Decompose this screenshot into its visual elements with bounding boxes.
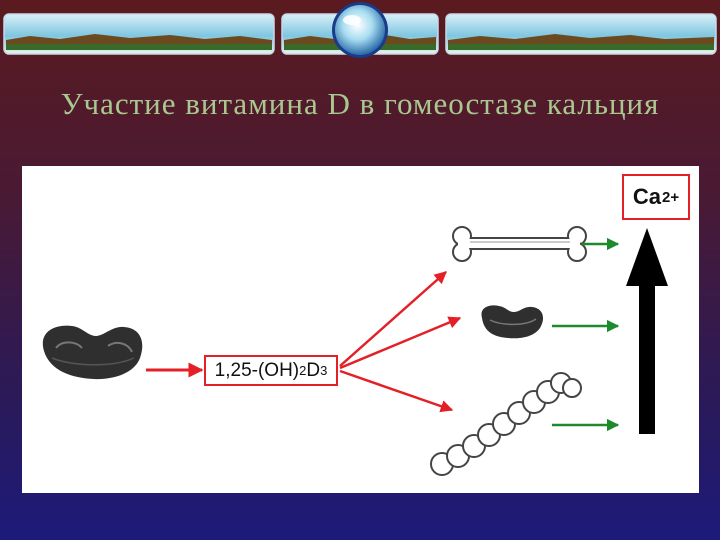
calcitriol-prefix: 1,25-(OH) — [215, 360, 299, 382]
vitamin-d-diagram — [22, 166, 699, 493]
target-kidney-icon — [481, 305, 543, 338]
calcium-increase-arrow — [626, 228, 668, 434]
banner-panel-right — [446, 14, 716, 54]
calcitriol-sub-2: 2 — [299, 363, 306, 378]
calcitriol-sub-3: 3 — [320, 363, 327, 378]
arrow-hormone-to-bone — [340, 272, 446, 366]
calcium-charge: 2+ — [662, 189, 679, 206]
banner-panel-left — [4, 14, 274, 54]
slide-title: Участие витамина D в гомеостазе кальция — [40, 84, 680, 124]
arrow-hormone-to-intestine — [340, 371, 452, 410]
bone-icon — [453, 227, 586, 261]
arrow-hormone-to-kidney — [340, 318, 460, 368]
header-banner — [0, 0, 720, 70]
calcitriol-base: D — [306, 360, 320, 382]
calcium-symbol: Ca — [633, 184, 661, 210]
source-kidney-icon — [43, 326, 142, 379]
globe-icon — [332, 2, 388, 58]
